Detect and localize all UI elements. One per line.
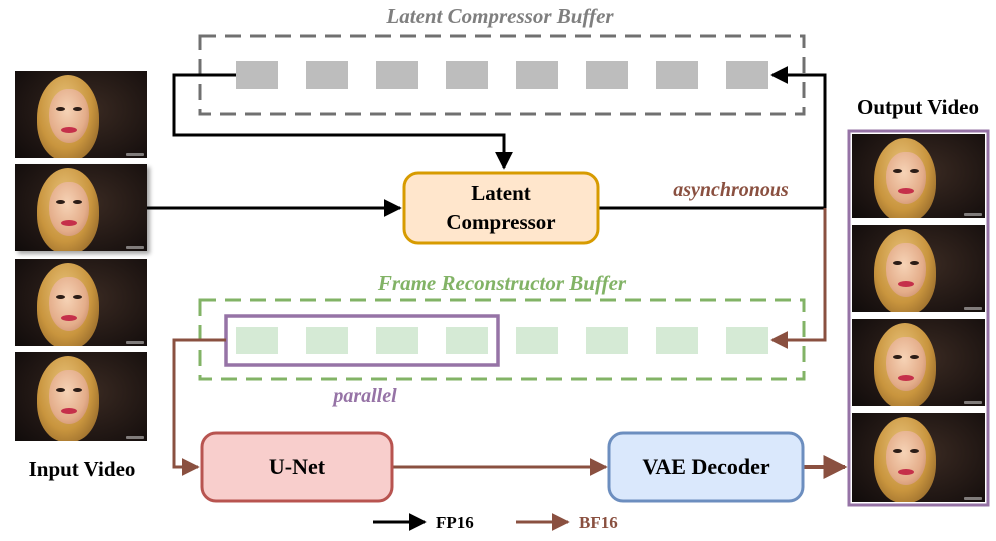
frame-buffer-outline (198, 298, 806, 381)
output-video-label: Output Video (857, 95, 979, 119)
unet-box (200, 431, 394, 503)
unet-label: U-Net (269, 454, 326, 479)
latent-slot (656, 61, 698, 89)
latent-compressor-label-1: Latent (471, 181, 531, 205)
frame-slot (376, 327, 418, 354)
buffer-to-compressor-arrow (172, 73, 513, 170)
latent-slot (236, 61, 278, 89)
vae-decoder-box (607, 431, 805, 503)
compressor-to-latent-buffer-arrow (598, 66, 827, 210)
async-to-frame-buffer-arrow (770, 208, 827, 349)
latent-compressor-label-2: Compressor (446, 210, 555, 234)
buffer-to-unet-arrow (172, 338, 226, 476)
latent-slot (376, 61, 418, 89)
input-frame (15, 352, 147, 441)
frame-slot (516, 327, 558, 354)
latent-compressor-box (402, 171, 600, 245)
latent-slot (306, 61, 348, 89)
latent-buffer-slots (236, 61, 768, 89)
latent-slot (586, 61, 628, 89)
frame-slot (236, 327, 278, 354)
legend-fp16-label: FP16 (436, 513, 474, 532)
latent-slot (726, 61, 768, 89)
frame-slot (586, 327, 628, 354)
latent-slot (516, 61, 558, 89)
latent-slot (446, 61, 488, 89)
output-frame (852, 225, 985, 312)
legend-bf16-label: BF16 (579, 513, 618, 532)
frame-buffer-slots (236, 327, 768, 354)
asynchronous-label: asynchronous (673, 179, 789, 201)
output-frame (852, 319, 985, 406)
latent-buffer-title: Latent Compressor Buffer (385, 4, 614, 28)
vae-decoder-label: VAE Decoder (642, 454, 770, 479)
input-frame (15, 164, 147, 251)
frame-slot (306, 327, 348, 354)
frame-slot (656, 327, 698, 354)
frame-slot (446, 327, 488, 354)
output-frame (852, 413, 985, 502)
parallel-label: parallel (331, 385, 397, 407)
input-frame (15, 71, 147, 158)
input-video-label: Input Video (29, 457, 136, 481)
output-frame (852, 134, 985, 218)
latent-buffer-outline (198, 34, 806, 116)
input-frame (15, 259, 147, 346)
frame-buffer-title: Frame Reconstructor Buffer (377, 271, 627, 295)
frame-slot (726, 327, 768, 354)
